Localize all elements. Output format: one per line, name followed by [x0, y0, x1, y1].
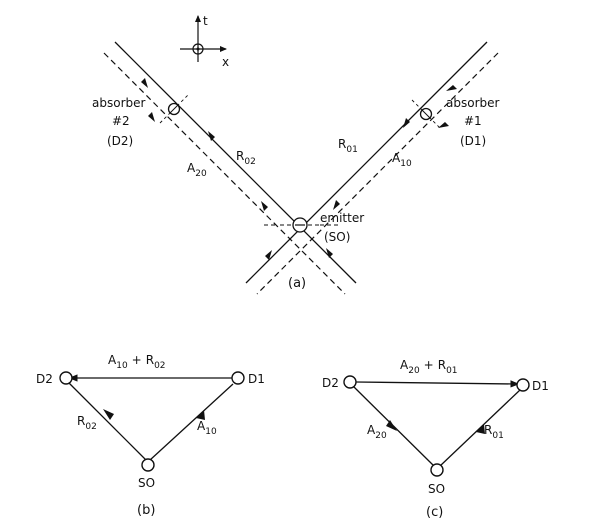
absorber-2-number: #2 — [112, 114, 130, 128]
b-left-edge — [68, 382, 147, 461]
caption-c: (c) — [426, 505, 443, 519]
b-right-edge — [149, 383, 234, 461]
b-right-label: A10 — [197, 419, 217, 437]
c-d2-node — [343, 375, 357, 389]
right-solid-line — [245, 41, 488, 284]
c-d1-node — [516, 378, 530, 392]
b-d2-node — [59, 371, 73, 385]
emitter-label: emitter — [320, 211, 364, 225]
R02-label-a: R02 — [236, 149, 256, 167]
absorber-2-label: absorber — [92, 96, 145, 110]
c-right-label: R01 — [484, 423, 504, 441]
c-top-label: A20+R01 — [400, 358, 458, 376]
c-left-label: A20 — [367, 423, 387, 441]
left-dashed-line — [103, 52, 346, 295]
t-axis-label: t — [203, 14, 208, 28]
worldline-arrows — [141, 78, 457, 260]
b-so-label: SO — [138, 476, 155, 490]
b-d1-label: D1 — [248, 372, 265, 386]
emitter-node — [264, 217, 338, 233]
absorber-1-node — [411, 99, 441, 129]
c-d1-label: D1 — [532, 379, 549, 393]
spacetime-axes-icon — [180, 15, 227, 62]
c-d2-label: D2 — [322, 376, 339, 390]
panel-c: D2 D1 SO A20+R01 A20 R01 (c) — [322, 358, 549, 519]
panel-a: t x — [92, 14, 499, 295]
absorber-1-label: absorber — [446, 96, 499, 110]
b-left-label: R02 — [77, 414, 97, 432]
b-d2-label: D2 — [36, 372, 53, 386]
R01-label-a: R01 — [338, 137, 358, 155]
absorber-1-number: #1 — [464, 114, 482, 128]
c-so-node — [430, 463, 444, 477]
right-dashed-line — [256, 52, 499, 295]
A10-label-a: A10 — [392, 151, 412, 169]
x-axis-label: x — [222, 55, 229, 69]
emitter-id: (SO) — [324, 230, 350, 244]
c-top-edge — [355, 380, 520, 388]
c-so-label: SO — [428, 482, 445, 496]
absorber-1-id: (D1) — [460, 134, 486, 148]
absorber-2-id: (D2) — [107, 134, 133, 148]
caption-b: (b) — [137, 503, 155, 518]
absorber-2-node — [159, 94, 189, 124]
A20-label-a: A20 — [187, 161, 207, 179]
caption-a: (a) — [288, 276, 306, 291]
panel-b: D2 D1 SO A10+R02 R02 A10 (b) — [36, 353, 265, 518]
b-so-node — [141, 458, 155, 472]
b-d1-node — [231, 371, 245, 385]
left-solid-line — [114, 41, 357, 284]
b-top-label: A10+R02 — [108, 353, 166, 371]
